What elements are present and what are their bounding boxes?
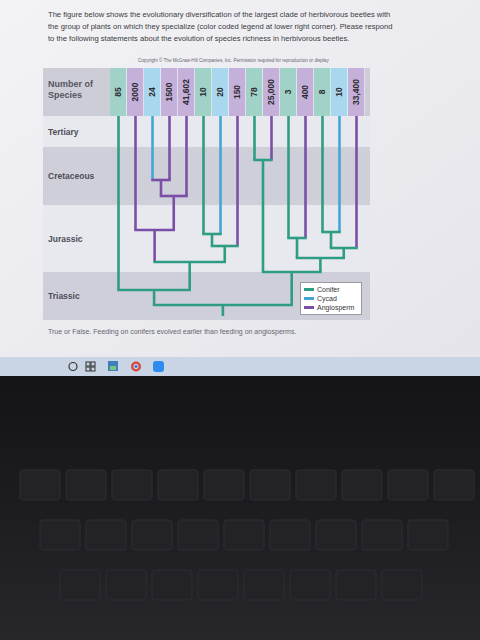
species-cell: 10: [331, 68, 348, 116]
species-cell: 24: [144, 68, 161, 116]
tree-branch: [223, 246, 226, 262]
tree-branch: [290, 272, 293, 305]
tree-branch: [304, 116, 307, 238]
band-fill: [43, 147, 370, 205]
period-label: Jurassic: [43, 234, 83, 244]
tree-branch: [153, 290, 156, 305]
copyright-note: Copyright © The McGraw-Hill Companies, I…: [138, 58, 366, 64]
chrome-icon: [134, 364, 138, 368]
species-cell: 1500: [161, 68, 178, 116]
species-cell: 85: [110, 68, 127, 116]
legend-swatch: [304, 288, 314, 291]
period-band: Cretaceous: [43, 147, 370, 205]
period-band: Jurassic: [43, 205, 370, 272]
species-count: 10: [334, 87, 344, 96]
taskview-icon: [86, 362, 95, 371]
species-count: 41,602: [181, 79, 191, 105]
legend-swatch: [304, 297, 314, 300]
meeting-icon: [153, 361, 164, 372]
species-cell: 2000: [127, 68, 144, 116]
tree-branch: [134, 116, 137, 230]
tree-branch: [253, 116, 256, 160]
tree-branch: [236, 116, 239, 246]
species-cell: 400: [297, 68, 314, 116]
legend-item: Angiosperm: [304, 303, 358, 312]
tree-branch: [188, 262, 191, 290]
species-count: 2000: [130, 83, 140, 102]
tree-branch: [262, 160, 265, 272]
screen-ground: [0, 0, 480, 357]
tree-branch: [211, 234, 214, 246]
legend-box: ConiferCycadAngiosperm: [300, 282, 362, 315]
tree-branch: [296, 238, 299, 258]
tree-branch: [270, 116, 273, 160]
species-count: 1500: [164, 83, 174, 102]
laptop-body: [0, 376, 480, 640]
question-text: True or False. Feeding on conifers evolv…: [48, 327, 388, 336]
tree-branch: [168, 116, 171, 180]
species-cell: 33,400: [348, 68, 365, 116]
tree-branch: [153, 230, 156, 262]
period-band: Tertiary: [43, 116, 370, 147]
species-count: 150: [232, 85, 242, 99]
band-fill: [43, 205, 370, 272]
tree-branch: [330, 232, 333, 248]
species-count: 25,000: [266, 79, 276, 105]
species-count: 20: [215, 87, 225, 96]
tree-branch: [321, 116, 324, 232]
species-count: 33,400: [351, 79, 361, 105]
legend-text: Angiosperm: [317, 304, 354, 311]
chrome-icon: [131, 362, 141, 372]
species-cell: 41,602: [178, 68, 195, 116]
taskbar: [0, 357, 480, 376]
legend-item: Conifer: [304, 285, 358, 294]
species-cell: 78: [246, 68, 263, 116]
species-cell: 10: [195, 68, 212, 116]
tree-branch: [172, 196, 175, 230]
tree-branch: [319, 258, 322, 272]
species-count: 78: [249, 87, 259, 96]
band-fill: [43, 116, 370, 147]
species-cell: 8: [314, 68, 331, 116]
search-icon: [69, 363, 77, 371]
photos-icon: [110, 366, 116, 370]
legend-swatch: [304, 306, 314, 309]
tree-branch: [151, 116, 154, 180]
tree-branch: [219, 116, 222, 234]
legend-text: Cycad: [317, 295, 337, 302]
tree-branch: [202, 116, 205, 234]
instructions-text: The figure below shows the evolutionary …: [48, 9, 400, 44]
species-count: 8: [317, 90, 327, 95]
tree-branch: [338, 116, 341, 232]
species-count: 24: [147, 87, 157, 96]
period-label: Cretaceous: [43, 171, 94, 181]
species-cell: 20: [212, 68, 229, 116]
tree-branch: [222, 305, 225, 316]
tree-branch: [185, 116, 188, 196]
keyboard: [20, 470, 474, 600]
species-count: 85: [113, 87, 123, 96]
tree-branch: [117, 116, 120, 290]
photos-icon: [108, 361, 118, 371]
tree-branch: [342, 248, 345, 258]
species-count: 400: [300, 85, 310, 99]
tree-branch: [160, 180, 163, 196]
band-fill: [43, 272, 370, 320]
legend-item: Cycad: [304, 294, 358, 303]
column-heading: Number of Species: [48, 79, 108, 101]
period-label: Triassic: [43, 291, 80, 301]
species-cell: 25,000: [263, 68, 280, 116]
species-count: 10: [198, 87, 208, 96]
header-band: Number of Species 85 2000 24 1500 41,602 10 20 1…: [43, 68, 370, 116]
species-cell: 150: [229, 68, 246, 116]
tree-branch: [287, 116, 290, 238]
species-cell: 3: [280, 68, 297, 116]
legend-text: Conifer: [317, 286, 340, 293]
species-count: 3: [283, 90, 293, 95]
tree-branch: [355, 116, 358, 248]
period-label: Tertiary: [43, 127, 79, 137]
